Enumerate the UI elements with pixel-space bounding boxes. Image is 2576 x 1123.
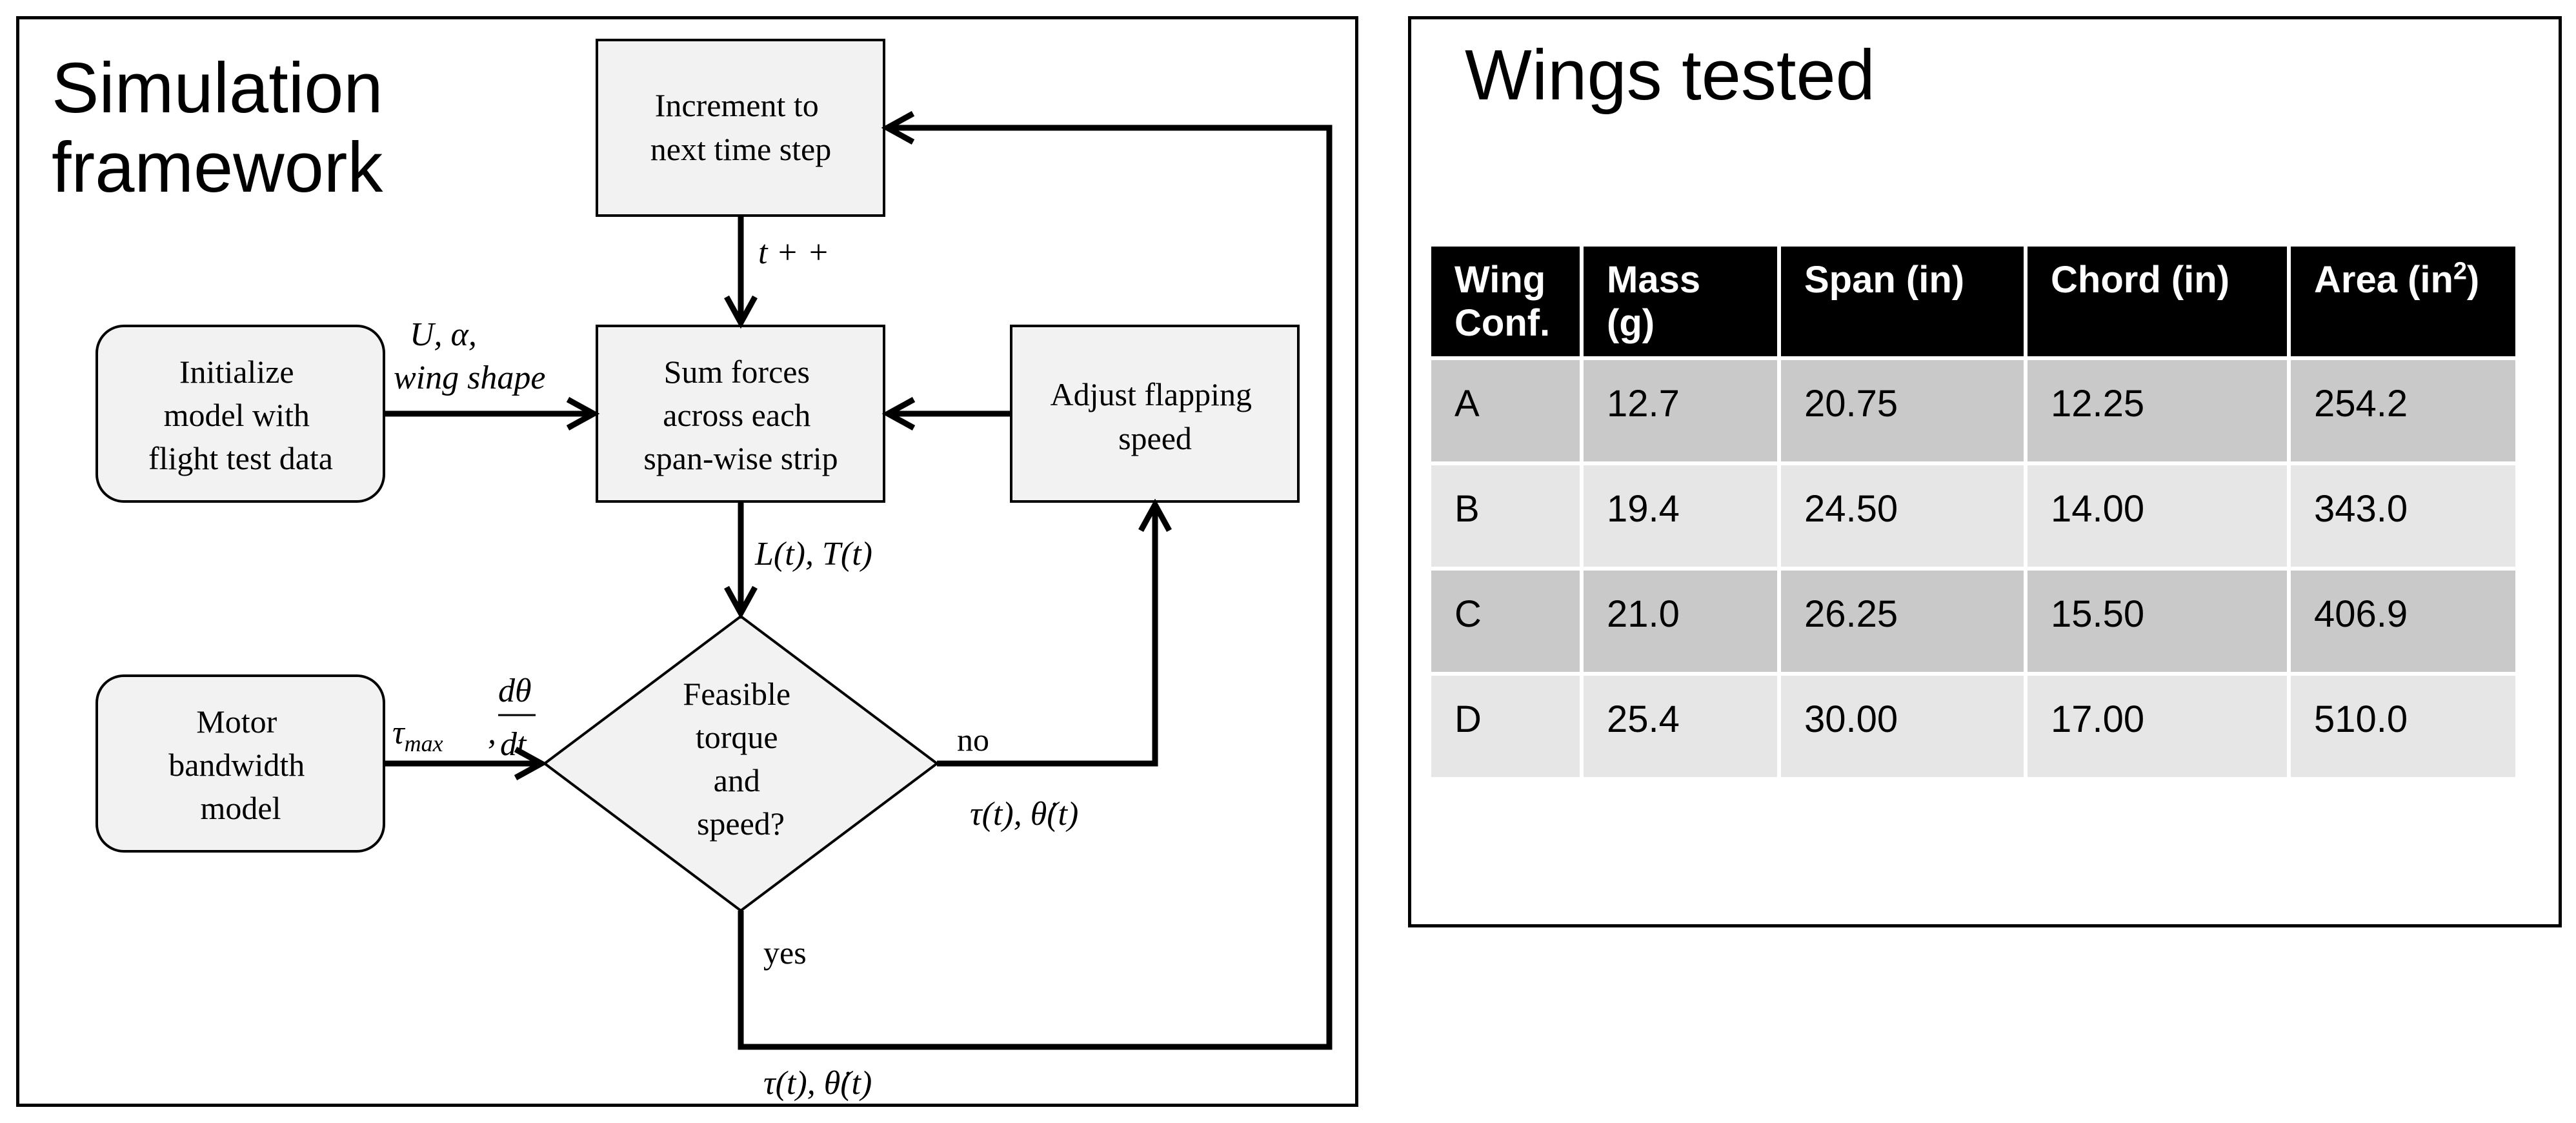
header-chord: Chord (in): [2024, 243, 2291, 360]
cell-area: 343.0: [2287, 461, 2519, 571]
cell-mass: 25.4: [1580, 672, 1781, 781]
wings-tested-title: Wings tested: [1465, 35, 1875, 115]
adjust-flapping-box: [1010, 325, 1300, 503]
cell-span: 20.75: [1777, 356, 2028, 465]
label-initial-conditions-2: wing shape: [394, 359, 545, 396]
adjust-line-2: speed: [1118, 420, 1192, 456]
motor-line-2: bandwidth: [168, 747, 305, 783]
svg-text:Sum forces across each: Sum forces across each span-wise strip: [643, 354, 838, 476]
sum-forces-line-1: Sum forces: [664, 354, 810, 390]
svg-text:,: ,: [488, 714, 496, 751]
label-tau-subscript: max: [405, 731, 443, 756]
cell-mass: 21.0: [1580, 567, 1781, 676]
sum-forces-box: [596, 325, 885, 503]
flowchart: Increment to next time step Sum forces a…: [96, 39, 1333, 1102]
label-initial-conditions-1: U, α,: [410, 316, 477, 353]
sum-forces-line-2: across each: [663, 397, 810, 433]
motor-line-3: model: [201, 790, 281, 826]
svg-text:Feasible torque an: Feasible torque and speed?: [683, 676, 798, 842]
cell-span: 30.00: [1777, 672, 2028, 781]
initialize-line-1: Initialize: [179, 354, 294, 390]
simulation-framework-title: Simulation framework: [52, 48, 383, 208]
svg-text:Increment to next time s: Increment to next time step: [650, 87, 832, 167]
increment-line-1: Increment to: [655, 87, 819, 123]
cell-wing: A: [1427, 356, 1584, 465]
label-tau: τ: [392, 714, 406, 751]
label-lift-thrust: L(t), T(t): [754, 536, 872, 572]
motor-line-1: Motor: [196, 703, 277, 740]
table-row: B 19.4 24.50 14.00 343.0: [1427, 461, 2519, 571]
label-dtheta-denominator: dt: [500, 726, 527, 763]
label-yes: yes: [763, 935, 807, 971]
header-span: Span (in): [1777, 243, 2028, 360]
simulation-framework-panel: Simulation framework Increment to next t…: [16, 16, 1358, 1107]
initialize-line-2: model with: [164, 397, 310, 433]
increment-box: [596, 39, 885, 217]
header-area: Area (in2): [2287, 243, 2519, 360]
connectors: [384, 111, 1333, 1050]
cell-area: 406.9: [2287, 567, 2519, 676]
feasible-line-3: and: [714, 762, 760, 798]
table-row: D 25.4 30.00 17.00 510.0: [1427, 672, 2519, 781]
cell-wing: D: [1427, 672, 1584, 781]
cell-chord: 12.25: [2024, 356, 2291, 465]
cell-chord: 14.00: [2024, 461, 2291, 571]
table-row: C 21.0 26.25 15.50 406.9: [1427, 567, 2519, 676]
cell-span: 26.25: [1777, 567, 2028, 676]
label-tau-theta-right: τ(t), θ̇(t): [970, 796, 1078, 833]
cell-area: 510.0: [2287, 672, 2519, 781]
svg-text:τmax: τmax: [392, 714, 443, 756]
header-mass: Mass(g): [1580, 243, 1781, 360]
svg-text:Motor bandwidth mo: Motor bandwidth model: [168, 703, 313, 826]
label-dtheta-numerator: dθ: [498, 673, 532, 709]
increment-line-2: next time step: [650, 131, 832, 167]
cell-wing: C: [1427, 567, 1584, 676]
arrow-yes-loop: [738, 125, 1333, 1050]
sum-forces-line-3: span-wise strip: [643, 440, 838, 476]
table-row: A 12.7 20.75 12.25 254.2: [1427, 356, 2519, 465]
label-no: no: [957, 722, 989, 758]
feasible-line-1: Feasible: [683, 676, 790, 712]
label-tau-theta-bottom: τ(t), θ̇(t): [763, 1065, 872, 1102]
arrow-no-to-adjust: [937, 510, 1158, 767]
feasible-line-4: speed?: [697, 805, 785, 842]
cell-area: 254.2: [2287, 356, 2519, 465]
cell-wing: B: [1427, 461, 1584, 571]
initialize-line-3: flight test data: [148, 440, 333, 476]
cell-mass: 19.4: [1580, 461, 1781, 571]
adjust-line-1: Adjust flapping: [1051, 376, 1252, 412]
cell-chord: 15.50: [2024, 567, 2291, 676]
cell-mass: 12.7: [1580, 356, 1781, 465]
cell-chord: 17.00: [2024, 672, 2291, 781]
feasible-line-2: torque: [696, 719, 778, 755]
cell-span: 24.50: [1777, 461, 2028, 571]
svg-text:Initialize model with: Initialize model with flight test data: [148, 354, 333, 476]
label-t-plus-plus: t + +: [758, 234, 830, 271]
svg-text:Adjust flapping speed: Adjust flapping speed: [1051, 376, 1260, 456]
